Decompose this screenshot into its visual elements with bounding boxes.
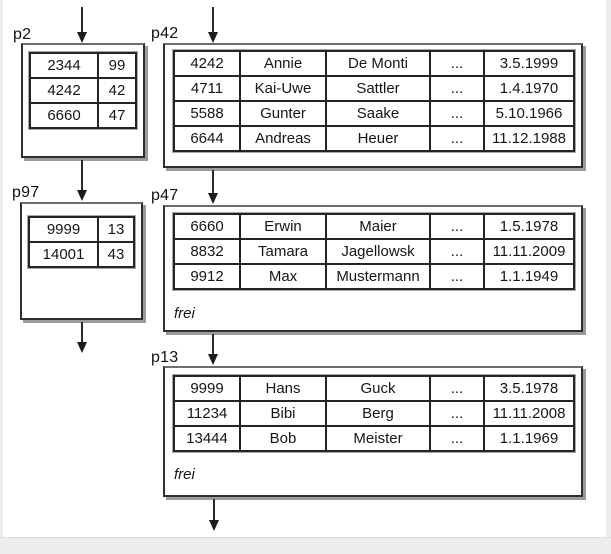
table-row: 9999 Hans Guck ... 3.5.1978 xyxy=(173,375,575,402)
page-label-p13: p13 xyxy=(151,349,179,366)
id-cell: 8832 xyxy=(173,238,241,265)
table-row: 6644 Andreas Heuer ... 11.12.1988 xyxy=(173,125,575,152)
last-name-cell: Sattler xyxy=(325,75,431,102)
table-row: 6660 Erwin Maier ... 1.5.1978 xyxy=(173,213,575,240)
key-cell: 2344 xyxy=(29,52,99,79)
ellipsis-cell: ... xyxy=(429,238,485,265)
birthdate-cell: 1.1.1969 xyxy=(483,425,575,452)
slide-bottom-margin xyxy=(0,537,611,554)
arrow-down-icon xyxy=(76,160,88,201)
first-name-cell: Erwin xyxy=(239,213,327,240)
last-name-cell: Berg xyxy=(325,400,431,427)
table-row: 4242 Annie De Monti ... 3.5.1999 xyxy=(173,50,575,77)
id-cell: 13444 xyxy=(173,425,241,452)
page-label-p42: p42 xyxy=(151,25,179,42)
id-cell: 6660 xyxy=(173,213,241,240)
table-row: 5588 Gunter Saake ... 5.10.1966 xyxy=(173,100,575,127)
birthdate-cell: 3.5.1978 xyxy=(483,375,575,402)
table-row: 8832 Tamara Jagellowsk ... 11.11.2009 xyxy=(173,238,575,265)
index-table-p2: 2344 99 4242 42 6660 47 xyxy=(28,51,138,130)
record-table-p13: 9999 Hans Guck ... 3.5.1978 11234 Bibi B… xyxy=(172,374,576,453)
arrow-down-icon xyxy=(76,7,88,43)
first-name-cell: Hans xyxy=(239,375,327,402)
id-cell: 4242 xyxy=(173,50,241,77)
last-name-cell: Meister xyxy=(325,425,431,452)
birthdate-cell: 1.1.1949 xyxy=(483,263,575,290)
id-cell: 9912 xyxy=(173,263,241,290)
id-cell: 5588 xyxy=(173,100,241,127)
table-row: 13444 Bob Meister ... 1.1.1969 xyxy=(173,425,575,452)
table-row: 4242 42 xyxy=(29,77,137,104)
page-ref-cell: 43 xyxy=(97,241,135,268)
record-table-p42: 4242 Annie De Monti ... 3.5.1999 4711 Ka… xyxy=(172,49,576,153)
key-cell: 14001 xyxy=(28,241,99,268)
slide-right-margin xyxy=(606,0,611,537)
first-name-cell: Kai-Uwe xyxy=(239,75,327,102)
last-name-cell: Jagellowsk xyxy=(325,238,431,265)
last-name-cell: De Monti xyxy=(325,50,431,77)
table-row: 2344 99 xyxy=(29,52,137,79)
birthdate-cell: 3.5.1999 xyxy=(483,50,575,77)
page-ref-cell: 13 xyxy=(97,216,135,243)
id-cell: 4711 xyxy=(173,75,241,102)
record-table-p47: 6660 Erwin Maier ... 1.5.1978 8832 Tamar… xyxy=(172,212,576,291)
key-cell: 6660 xyxy=(29,102,99,129)
key-cell: 4242 xyxy=(29,77,99,104)
id-cell: 11234 xyxy=(173,400,241,427)
ellipsis-cell: ... xyxy=(429,75,485,102)
ellipsis-cell: ... xyxy=(429,100,485,127)
last-name-cell: Saake xyxy=(325,100,431,127)
table-row: 9912 Max Mustermann ... 1.1.1949 xyxy=(173,263,575,290)
birthdate-cell: 11.11.2009 xyxy=(483,238,575,265)
free-space-label-p13: frei xyxy=(174,466,195,483)
page-label-p2: p2 xyxy=(13,26,32,43)
last-name-cell: Maier xyxy=(325,213,431,240)
first-name-cell: Gunter xyxy=(239,100,327,127)
first-name-cell: Bob xyxy=(239,425,327,452)
birthdate-cell: 1.5.1978 xyxy=(483,213,575,240)
ellipsis-cell: ... xyxy=(429,400,485,427)
ellipsis-cell: ... xyxy=(429,125,485,152)
ellipsis-cell: ... xyxy=(429,375,485,402)
id-cell: 6644 xyxy=(173,125,241,152)
page-ref-cell: 99 xyxy=(97,52,137,79)
table-row: 14001 43 xyxy=(28,241,135,268)
last-name-cell: Mustermann xyxy=(325,263,431,290)
key-cell: 9999 xyxy=(28,216,99,243)
id-cell: 9999 xyxy=(173,375,241,402)
slide-left-margin xyxy=(0,0,3,537)
page-label-p47: p47 xyxy=(151,187,179,204)
last-name-cell: Heuer xyxy=(325,125,431,152)
ellipsis-cell: ... xyxy=(429,425,485,452)
arrow-down-icon xyxy=(208,499,220,531)
table-row: 4711 Kai-Uwe Sattler ... 1.4.1970 xyxy=(173,75,575,102)
page-ref-cell: 42 xyxy=(97,77,137,104)
first-name-cell: Bibi xyxy=(239,400,327,427)
birthdate-cell: 5.10.1966 xyxy=(483,100,575,127)
arrow-down-icon xyxy=(207,334,219,365)
first-name-cell: Andreas xyxy=(239,125,327,152)
last-name-cell: Guck xyxy=(325,375,431,402)
ellipsis-cell: ... xyxy=(429,50,485,77)
free-space-label-p47: frei xyxy=(174,305,195,322)
birthdate-cell: 11.11.2008 xyxy=(483,400,575,427)
ellipsis-cell: ... xyxy=(429,263,485,290)
table-row: 6660 47 xyxy=(29,102,137,129)
birthdate-cell: 1.4.1970 xyxy=(483,75,575,102)
table-row: 11234 Bibi Berg ... 11.11.2008 xyxy=(173,400,575,427)
ellipsis-cell: ... xyxy=(429,213,485,240)
first-name-cell: Max xyxy=(239,263,327,290)
page-ref-cell: 47 xyxy=(97,102,137,129)
page-label-p97: p97 xyxy=(12,184,40,201)
arrow-down-icon xyxy=(207,170,219,204)
arrow-down-icon xyxy=(207,7,219,43)
birthdate-cell: 11.12.1988 xyxy=(483,125,575,152)
index-table-p97: 9999 13 14001 43 xyxy=(27,215,136,269)
first-name-cell: Tamara xyxy=(239,238,327,265)
arrow-down-icon xyxy=(76,322,88,353)
first-name-cell: Annie xyxy=(239,50,327,77)
table-row: 9999 13 xyxy=(28,216,135,243)
